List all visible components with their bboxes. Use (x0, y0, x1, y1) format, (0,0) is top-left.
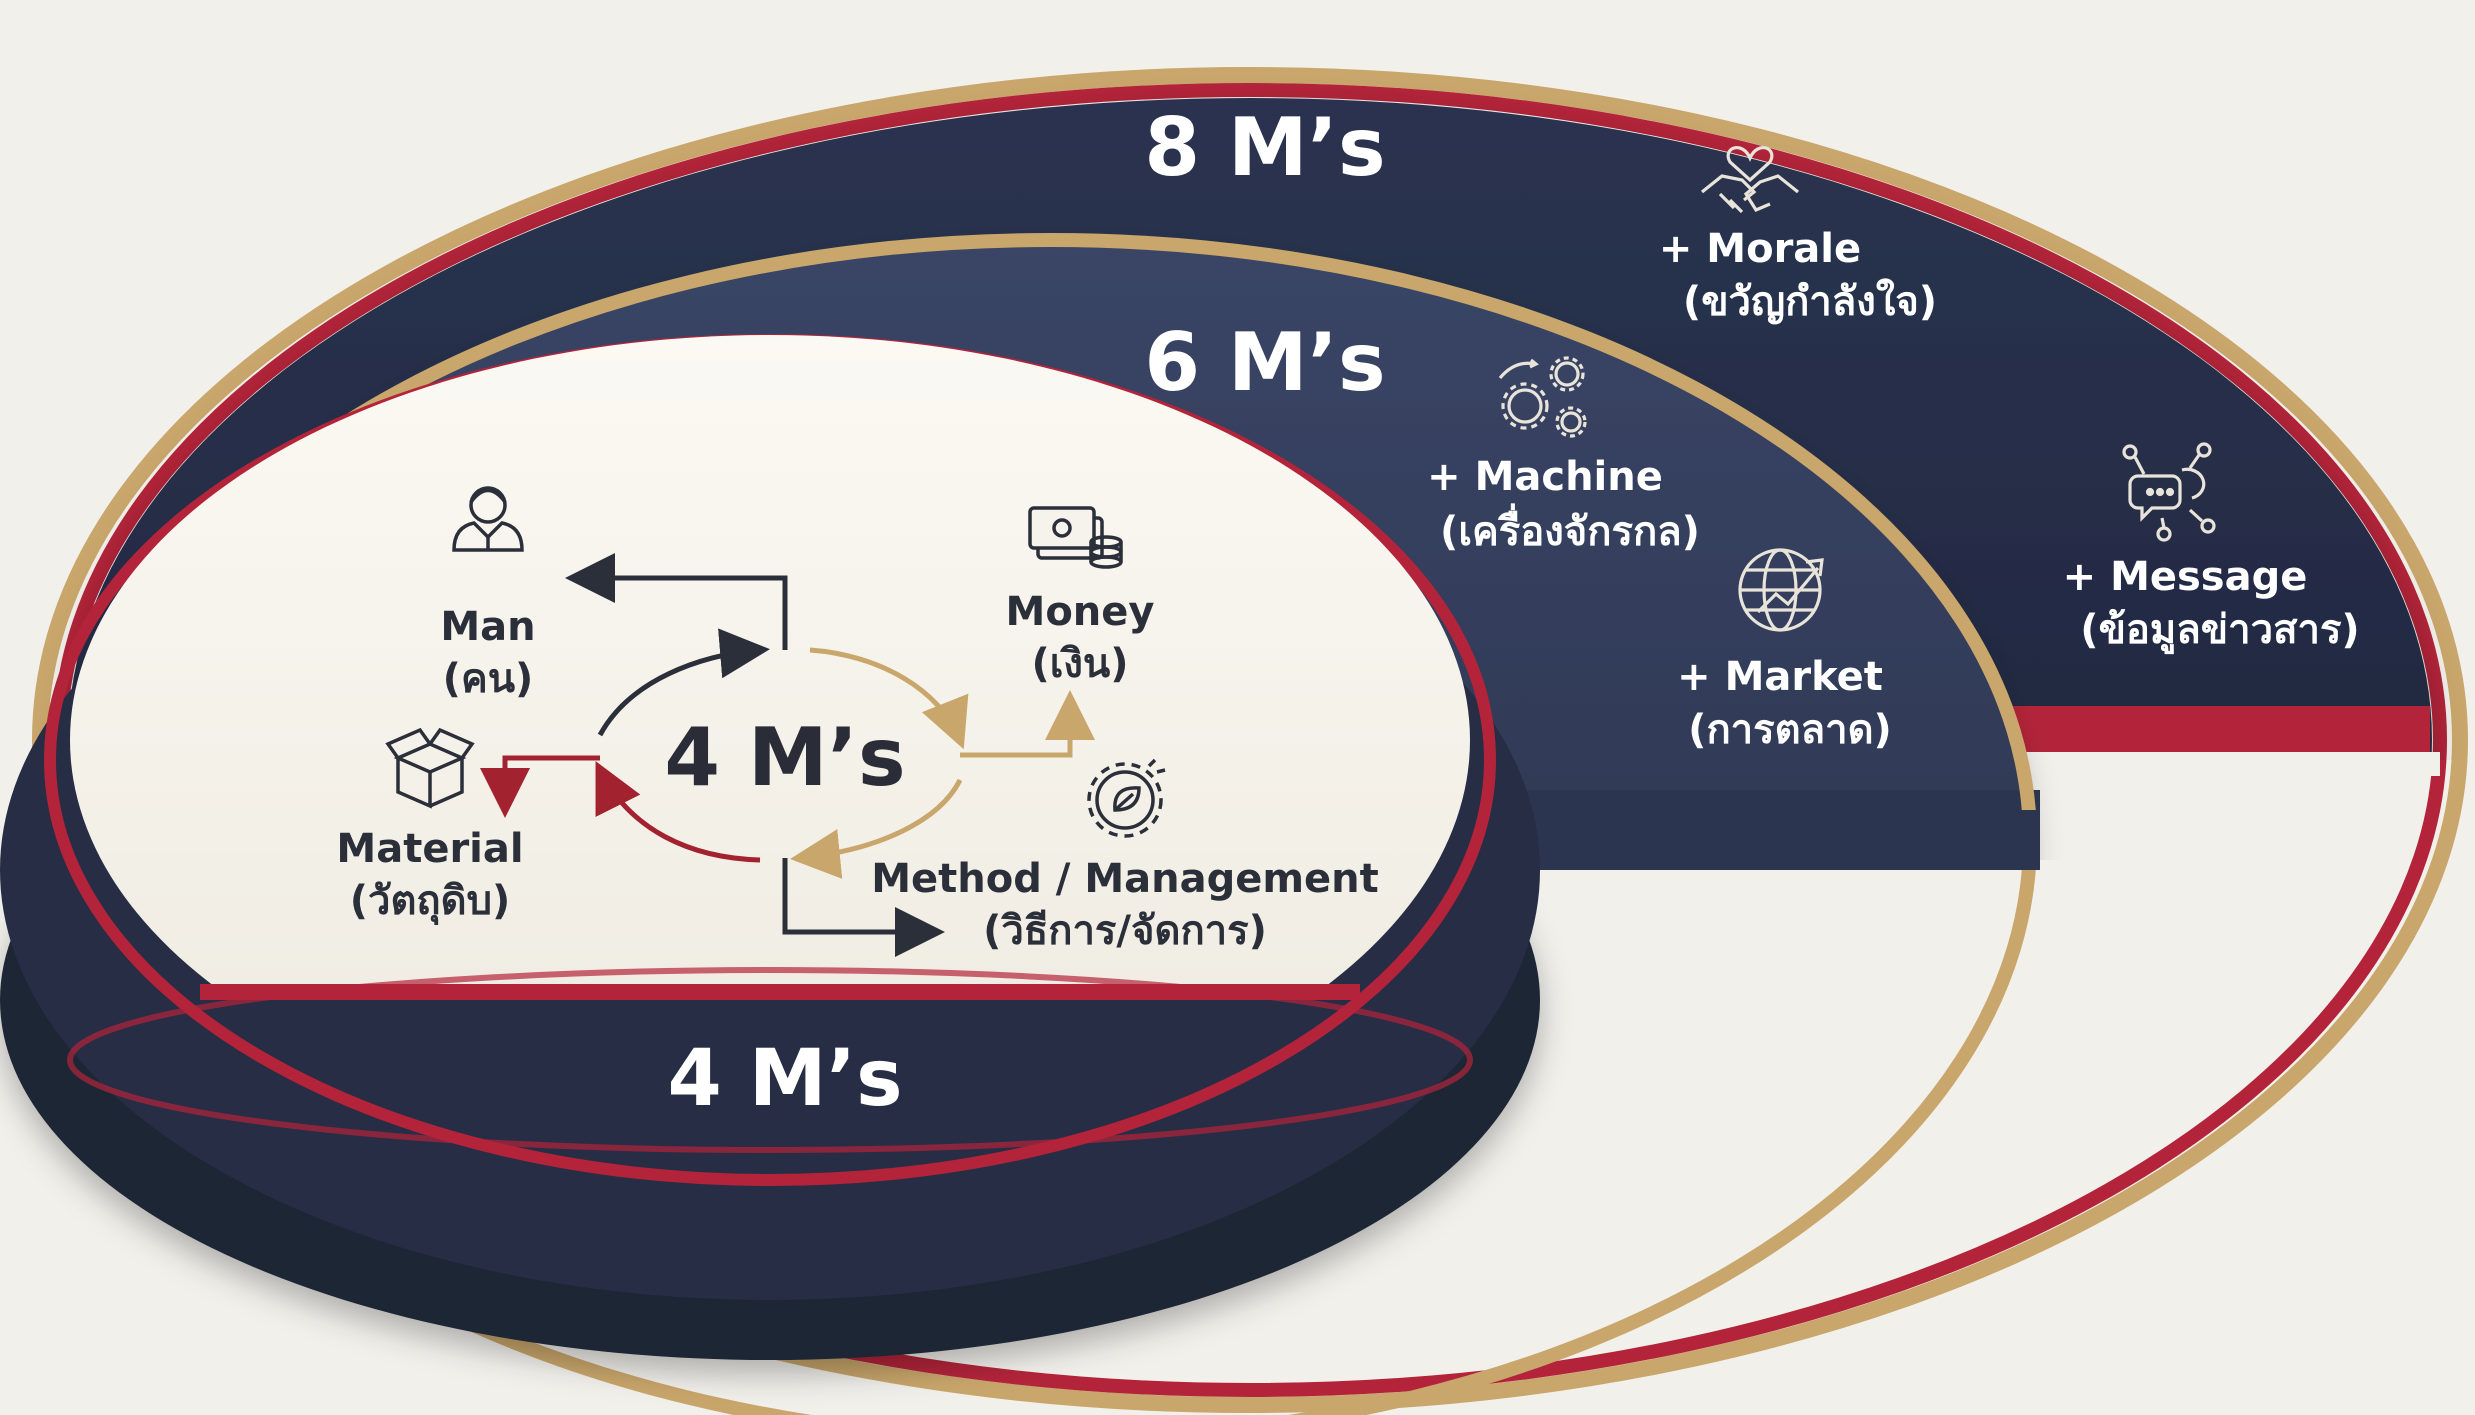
chat-network-icon (2122, 442, 2216, 542)
item-market: + Market (การตลาด) (1677, 654, 1892, 753)
handshake-heart-icon (1701, 146, 1799, 214)
label-market-th: (การตลาด) (1688, 707, 1892, 753)
item-morale: + Morale (ขวัญกำลังใจ) (1659, 226, 1937, 325)
money-icon (1028, 506, 1123, 569)
label-message: + Message (2063, 554, 2308, 600)
label-material: Material (336, 826, 523, 872)
gear-leaf-icon (1087, 758, 1166, 838)
label-morale-th: (ขวัญกำลังใจ) (1683, 278, 1937, 325)
item-material: Material (วัตถุดิบ) (336, 826, 523, 926)
box-icon (385, 727, 475, 809)
item-message: + Message (ข้อมูลข่าวสาร) (2063, 554, 2360, 654)
label-machine-th: (เครื่องจักรกล) (1440, 503, 1700, 555)
label-money: Money (1006, 589, 1155, 635)
item-money: Money (เงิน) (1006, 589, 1155, 687)
center-title-4ms: 4 M’s (664, 711, 905, 804)
label-man: Man (440, 604, 535, 650)
title-4ms: 4 M’s (667, 1034, 902, 1124)
label-method-th: (วิธีการ/จัดการ) (983, 908, 1267, 954)
item-man: Man (คน) (440, 604, 535, 702)
cycle-arrows (480, 553, 1095, 957)
label-man-th: (คน) (443, 656, 534, 702)
label-message-th: (ข้อมูลข่าวสาร) (2080, 607, 2359, 654)
gears-icon (1498, 356, 1587, 438)
label-material-th: (วัตถุดิบ) (350, 878, 511, 926)
label-machine: + Machine (1427, 454, 1663, 500)
label-method: Method / Management (871, 856, 1379, 902)
title-6ms: 6 M’s (1144, 316, 1385, 409)
title-8ms: 8 M’s (1144, 101, 1385, 194)
ring-4ms (0, 334, 1540, 1360)
item-method: Method / Management (วิธีการ/จัดการ) (871, 856, 1379, 954)
person-icon (452, 486, 524, 552)
globe-growth-icon (1738, 548, 1824, 632)
label-morale: + Morale (1659, 226, 1861, 272)
label-market: + Market (1677, 654, 1883, 700)
label-money-th: (เงิน) (1031, 641, 1128, 687)
item-machine: + Machine (เครื่องจักรกล) (1427, 454, 1700, 555)
